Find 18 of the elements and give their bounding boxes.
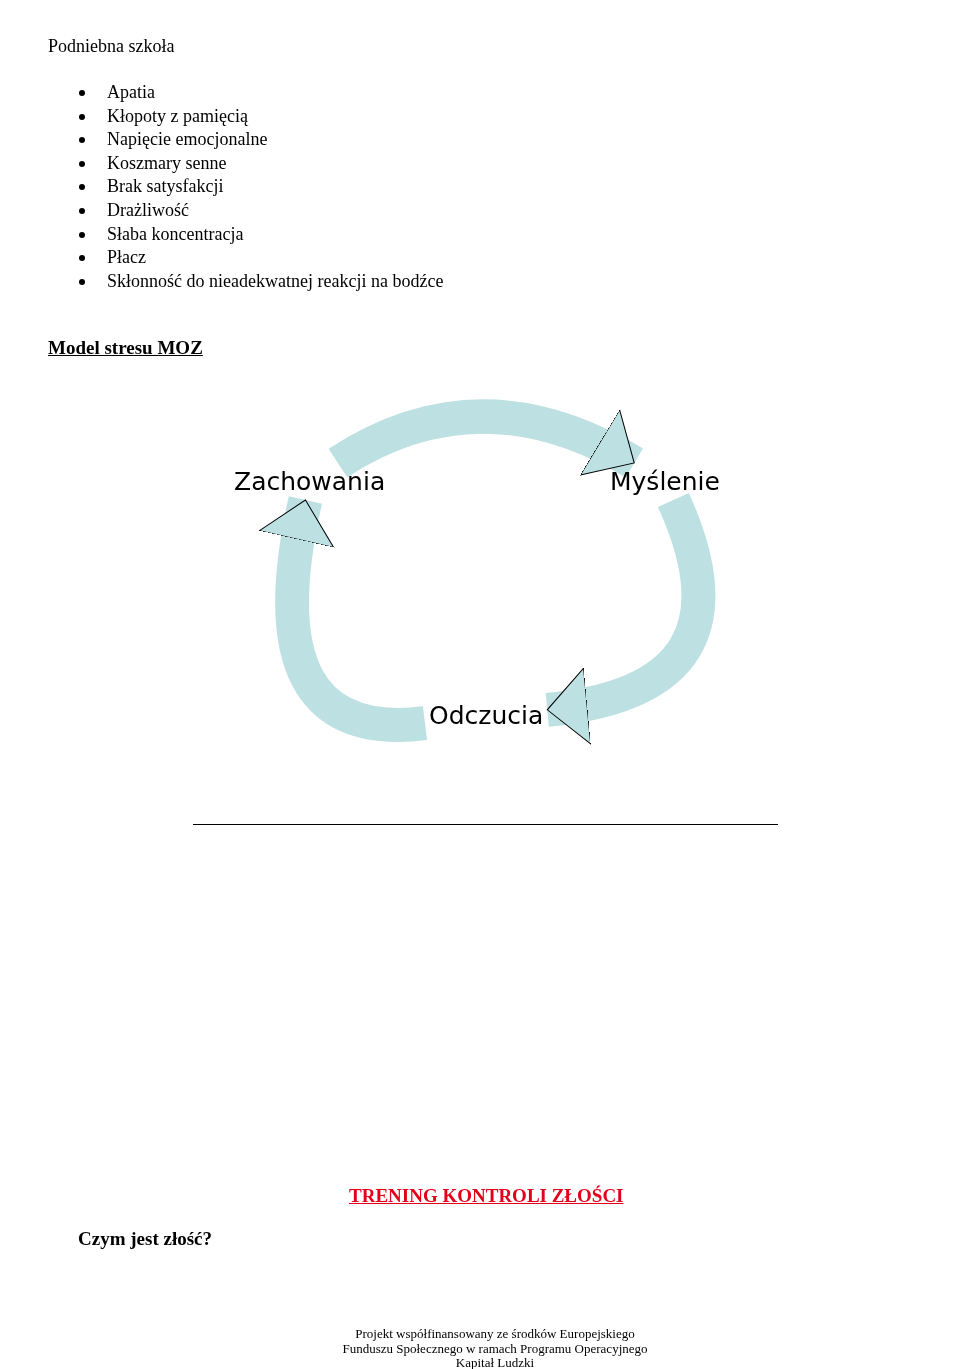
footer-text: Projekt współfinansowany ze środków Europejskiego Funduszu Społecznego w ramach Programu Operacyjnego Kapitał Ludzki bbox=[341, 1327, 649, 1369]
section-heading: Model stresu MOZ bbox=[48, 337, 203, 359]
curved-arrow bbox=[329, 399, 643, 478]
section-heading: TRENING KONTROLI ZŁOŚCI bbox=[349, 1185, 624, 1207]
list-item: Kłopoty z pamięcią bbox=[107, 105, 248, 127]
list-item: Płacz bbox=[107, 247, 146, 269]
cycle-label: Zachowania bbox=[234, 467, 386, 496]
cycle-label: Odczucia bbox=[429, 701, 544, 730]
list-item: Drażliwość bbox=[107, 200, 189, 221]
list-item: Brak satysfakcji bbox=[107, 176, 224, 198]
list-item: Apatia bbox=[107, 82, 155, 103]
question-text: Czym jest złość? bbox=[78, 1228, 212, 1250]
list-item: Napięcie emocjonalne bbox=[107, 129, 268, 151]
list-item: Słaba koncentracja bbox=[107, 223, 244, 245]
list-item: Skłonność do nieadekwatnej reakcji na bodźce bbox=[107, 270, 444, 292]
cycle-label: Myślenie bbox=[610, 467, 720, 496]
header-text: Podniebna szkoła bbox=[48, 36, 175, 57]
list-item: Koszmary senne bbox=[107, 152, 227, 174]
